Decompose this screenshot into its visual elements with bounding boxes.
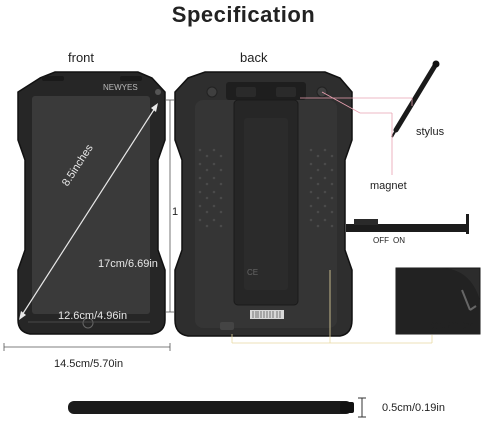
back-view-label: back xyxy=(240,50,268,65)
front-screen xyxy=(32,96,150,314)
stylus-label: stylus xyxy=(416,126,445,138)
magnet-callout-line xyxy=(321,91,361,114)
diagonal-line xyxy=(21,107,156,316)
height-label: 17cm/6.69in xyxy=(98,258,158,270)
power-switch-detail xyxy=(346,214,469,234)
stylus-thickness-label: 0.5cm/0.19in xyxy=(382,402,445,414)
switch-on-label: ON xyxy=(393,236,405,245)
front-view-label: front xyxy=(68,50,95,65)
thickness-marker: 1 xyxy=(172,206,179,218)
ce-mark: CE xyxy=(247,268,259,277)
front-tablet xyxy=(17,71,166,335)
speaker-dots-left xyxy=(198,148,223,228)
brand-logo: NEWYES xyxy=(103,83,138,92)
figure-title: Specification xyxy=(171,2,316,27)
speaker-dots-right xyxy=(309,148,334,228)
back-tablet xyxy=(174,71,353,337)
magnet-label: magnet xyxy=(370,180,407,192)
stylus-illustration xyxy=(391,60,440,138)
battery-label: CR2016*1 xyxy=(431,321,478,332)
screen-width-label: 12.6cm/4.96in xyxy=(58,310,128,322)
front-clear-button xyxy=(82,317,94,329)
battery-cover xyxy=(220,322,234,330)
stylus-side-view xyxy=(68,397,366,418)
total-width-label: 14.5cm/5.70in xyxy=(54,358,124,370)
battery-compartment-detail xyxy=(395,267,481,335)
switch-off-label: OFF xyxy=(373,236,389,245)
